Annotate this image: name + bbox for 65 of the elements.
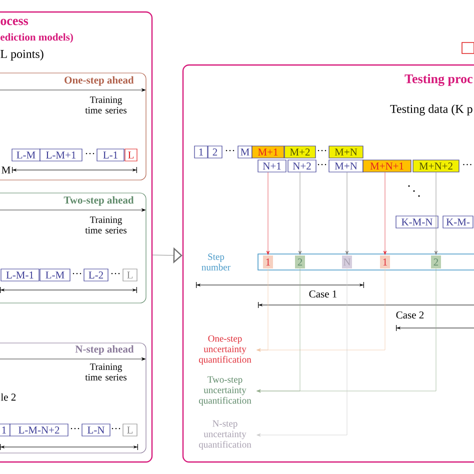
- data-cell: L-M: [40, 268, 70, 282]
- ellipsis: ···: [226, 150, 234, 152]
- case-label: Case 1: [309, 290, 336, 298]
- ellipsis: ···: [86, 152, 94, 154]
- marker-box: [462, 42, 474, 54]
- panel-subtitle: ediction models): [0, 33, 73, 43]
- ellipsis: ···: [70, 428, 80, 430]
- ellipsis: ···: [318, 164, 326, 166]
- step-cell: 2: [431, 256, 441, 268]
- data-cell: L-M-1: [0, 268, 40, 282]
- panel-title: Testing proc: [404, 74, 472, 86]
- text-fragment: le 2: [0, 393, 16, 401]
- panel-subtitle: Testing data (K p: [390, 104, 472, 116]
- arrow: [256, 268, 348, 437]
- quantification-label: One-step uncertainty quantification: [198, 335, 252, 365]
- data-cell: 1: [0, 424, 10, 436]
- dimension-label: M: [2, 166, 10, 174]
- data-cell: M+N+1: [362, 160, 412, 172]
- data-cell: K-M-: [442, 216, 474, 228]
- data-cell: L-M+1: [40, 148, 82, 162]
- data-cell: L-M: [12, 148, 40, 162]
- data-cell: M+N: [328, 160, 364, 172]
- data-cell: L: [124, 148, 138, 162]
- arrow: [256, 268, 386, 352]
- ellipsis: ···: [463, 164, 472, 166]
- data-cell: M+N+2: [412, 160, 460, 172]
- data-cell: N+2: [288, 160, 316, 172]
- arrow: [298, 172, 302, 255]
- data-cell: 1: [194, 146, 208, 158]
- ellipsis: ···: [112, 428, 120, 430]
- ellipsis: ···: [72, 272, 82, 274]
- panel-title: One-step ahead: [64, 76, 134, 86]
- panel-title: ocess: [0, 18, 28, 26]
- data-cell: M+2: [284, 146, 316, 158]
- step-cell: 2: [295, 256, 305, 268]
- data-cell: M+1: [252, 146, 284, 158]
- step-bar: [258, 254, 474, 270]
- data-cell: L: [122, 424, 138, 436]
- data-cell: K-M-N: [396, 216, 438, 228]
- ellipsis: ···: [111, 272, 120, 274]
- quantification-label: Two-step uncertainty quantification: [198, 376, 252, 406]
- axis-label: Training time series: [85, 364, 126, 380]
- data-cell: L-2: [84, 268, 108, 282]
- case-label: Case 2: [396, 311, 424, 319]
- step-cell: 1: [263, 256, 273, 268]
- panel-title: N-step ahead: [75, 345, 134, 355]
- axis-label: Training time series: [85, 96, 126, 114]
- arrow: [345, 172, 349, 255]
- quantification-label: N-step uncertainty quantification: [198, 420, 252, 450]
- data-cell: 2: [208, 146, 222, 158]
- panel-subtitle: L points): [0, 50, 44, 60]
- arrow: [256, 268, 436, 393]
- data-cell: M+N: [328, 146, 364, 158]
- arrow: [266, 172, 270, 255]
- axis-label: Training time series: [85, 216, 126, 234]
- arrow: [434, 172, 438, 255]
- panel-title: Two-step ahead: [64, 196, 134, 206]
- data-cell: L-N: [82, 424, 110, 436]
- row-label: Step number: [202, 254, 230, 270]
- data-cell: M: [238, 146, 252, 158]
- step-cell: 1: [380, 256, 390, 268]
- data-cell: L: [122, 268, 138, 282]
- data-cell: N+1: [258, 160, 286, 172]
- ellipsis: ···: [318, 150, 326, 152]
- arrow: [383, 172, 387, 255]
